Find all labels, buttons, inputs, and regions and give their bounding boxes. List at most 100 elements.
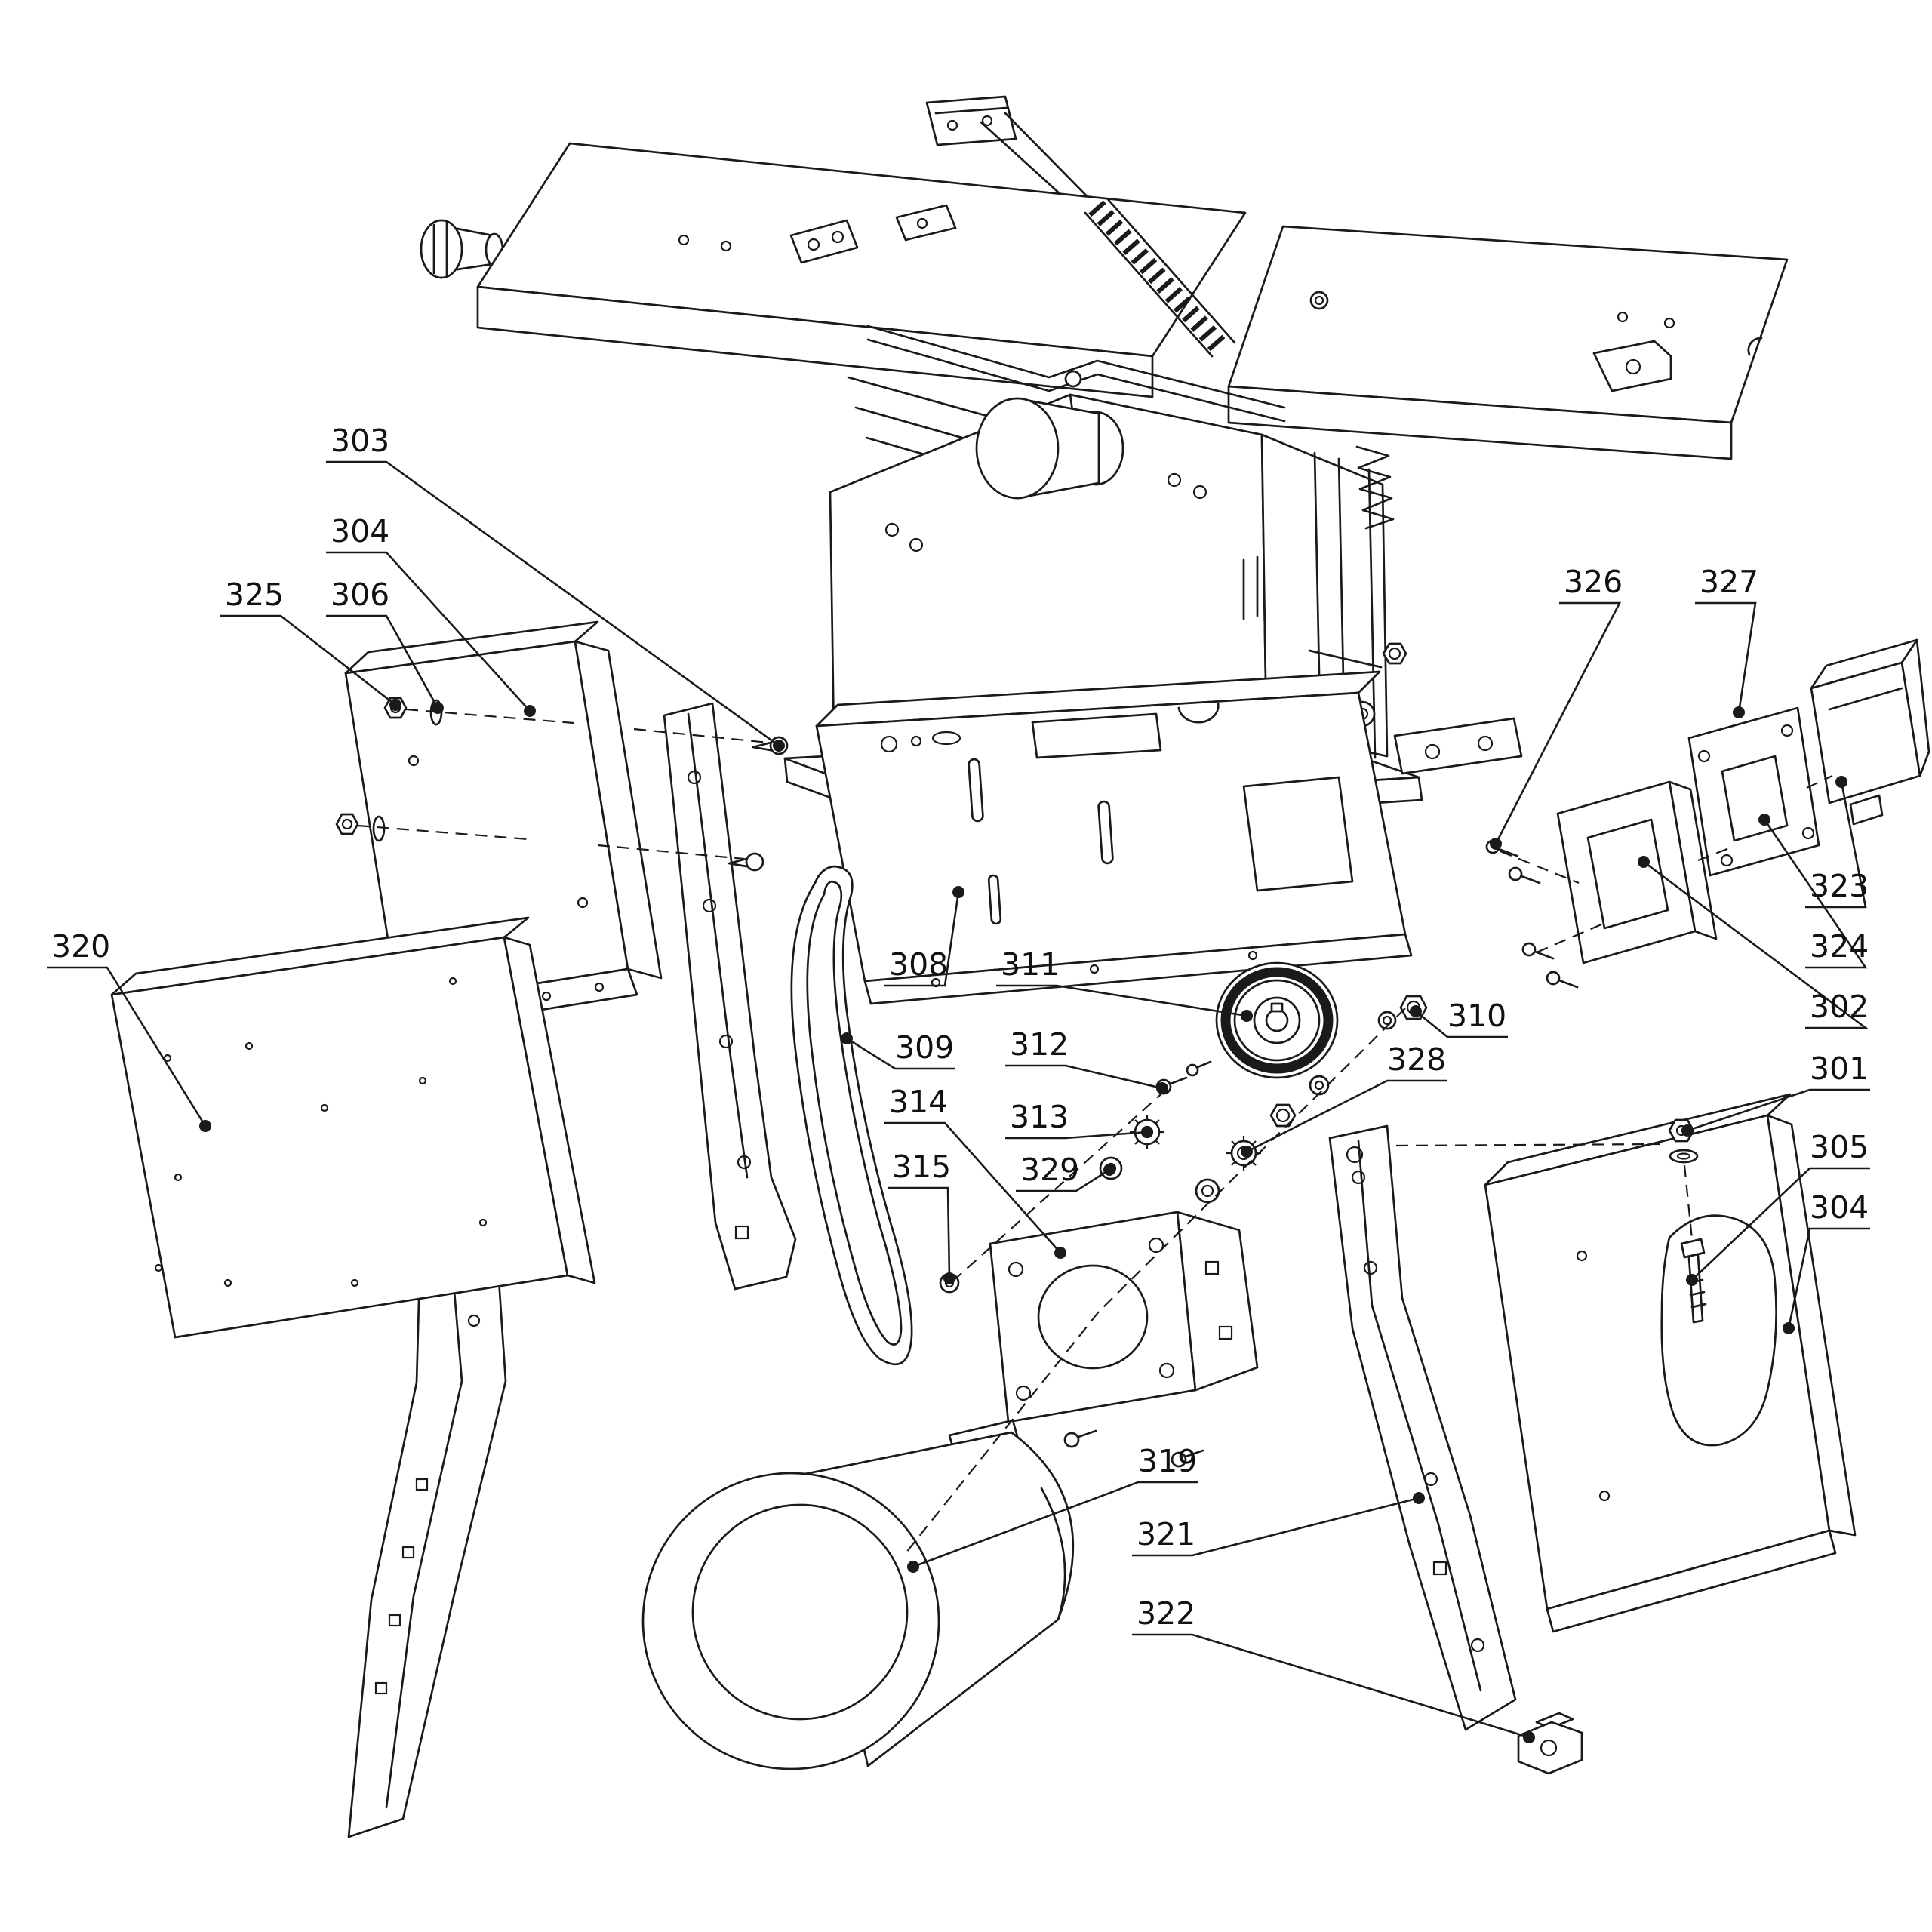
leader-dot-305 xyxy=(1686,1274,1698,1286)
part-label-305: 305 xyxy=(1810,1129,1869,1165)
switch-plate-324 xyxy=(1687,706,1820,877)
leader-line-308 xyxy=(884,891,960,987)
leader-dot-303 xyxy=(773,740,785,752)
leader-dot-304-right xyxy=(1783,1322,1795,1334)
washer xyxy=(372,815,386,842)
part-label-308: 308 xyxy=(889,946,948,983)
switch-assembly xyxy=(1485,638,1930,989)
leader-dot-314 xyxy=(1054,1247,1066,1259)
hex-nut xyxy=(335,813,359,835)
leader-line-305 xyxy=(1691,1167,1870,1281)
hex-nut xyxy=(1382,642,1407,665)
stand-leg-left xyxy=(347,1155,507,1838)
part-label-309: 309 xyxy=(895,1029,954,1066)
side-panel-right xyxy=(1484,1093,1857,1633)
leader-dot-325 xyxy=(389,699,401,711)
part-label-304-right: 304 xyxy=(1810,1189,1869,1226)
hinge-plate xyxy=(789,219,859,264)
rail-bracket xyxy=(1592,340,1672,392)
leader-line-302 xyxy=(1643,860,1869,1029)
alignment-guides xyxy=(357,708,1833,1554)
leader-line-304-left xyxy=(326,551,531,712)
part-label-314: 314 xyxy=(889,1084,948,1120)
leader-line-301 xyxy=(1687,1088,1870,1132)
part-label-321: 321 xyxy=(1137,1516,1195,1552)
leader-dot-323 xyxy=(1835,776,1847,788)
switch-bracket-302 xyxy=(1556,780,1718,964)
part-label-304-left: 304 xyxy=(331,513,389,549)
leader-dot-320 xyxy=(199,1120,211,1132)
leader-dot-308 xyxy=(952,886,964,898)
carriage-bolt xyxy=(745,852,764,872)
part-label-306: 306 xyxy=(331,577,389,613)
leader-dot-311 xyxy=(1241,1010,1253,1022)
guide-rails xyxy=(1308,451,1383,759)
part-label-325: 325 xyxy=(225,577,284,613)
leader-dot-301 xyxy=(1681,1124,1694,1137)
leader-line-310 xyxy=(1415,1010,1508,1038)
stand-leg-right-321 xyxy=(1328,1124,1517,1731)
leader-line-304-right xyxy=(1787,1227,1870,1329)
leader-line-326 xyxy=(1494,601,1622,844)
leader-dot-315 xyxy=(943,1272,955,1284)
part-label-320: 320 xyxy=(51,928,110,964)
part-label-324: 324 xyxy=(1810,928,1869,964)
part-label-303: 303 xyxy=(331,423,389,459)
leader-dot-326 xyxy=(1490,838,1502,850)
leader-dot-328 xyxy=(1241,1146,1253,1158)
leader-dot-313 xyxy=(1141,1126,1153,1138)
machine-top-assembly xyxy=(420,95,1789,833)
part-label-328: 328 xyxy=(1387,1041,1446,1078)
handwheel-knob xyxy=(420,219,504,279)
drive-motor-319 xyxy=(641,1419,1075,1770)
leader-line-320 xyxy=(47,966,207,1127)
leader-line-306 xyxy=(326,614,439,709)
top-bracket-plate xyxy=(925,95,1017,146)
outfeed-table-edge xyxy=(1227,385,1733,460)
part-label-326: 326 xyxy=(1564,564,1623,600)
leader-dot-306 xyxy=(432,702,444,714)
leader-dot-329 xyxy=(1103,1164,1115,1176)
part-label-319: 319 xyxy=(1138,1443,1197,1479)
part-label-322: 322 xyxy=(1137,1595,1195,1632)
spring xyxy=(1355,445,1395,530)
infeed-table-edge xyxy=(476,285,1154,398)
v-belt-309 xyxy=(790,865,913,1366)
panel-holes xyxy=(154,977,488,1287)
part-label-310: 310 xyxy=(1447,998,1506,1034)
leader-dot-309 xyxy=(841,1032,853,1044)
leader-line-315 xyxy=(888,1186,951,1279)
leader-dot-321 xyxy=(1413,1492,1425,1504)
leader-line-314 xyxy=(884,1121,1061,1254)
leader-dot-304-left xyxy=(524,705,536,717)
mounting-screws-326 xyxy=(1485,839,1579,989)
support-bracket-center xyxy=(663,702,797,1291)
motor-mount-314 xyxy=(989,1211,1259,1423)
leader-dot-310 xyxy=(1410,1005,1422,1017)
leader-line-312 xyxy=(1005,1064,1163,1090)
leader-line-322 xyxy=(1132,1633,1530,1739)
leader-dot-327 xyxy=(1733,706,1745,718)
motor-cover-panel-308 xyxy=(815,670,1413,1005)
leader-dot-312 xyxy=(1156,1082,1168,1094)
part-label-301: 301 xyxy=(1810,1051,1869,1087)
depth-stop-cylinder xyxy=(975,397,1124,500)
part-label-302: 302 xyxy=(1810,989,1869,1025)
leader-dot-324 xyxy=(1758,814,1770,826)
leader-line-325 xyxy=(220,614,396,706)
leader-dot-322 xyxy=(1523,1731,1535,1743)
leveling-foot-322 xyxy=(1517,1712,1583,1775)
part-label-315: 315 xyxy=(892,1149,951,1185)
part-label-323: 323 xyxy=(1810,868,1869,904)
cutterhead-rack xyxy=(1084,198,1236,358)
part-label-311: 311 xyxy=(1001,946,1060,983)
leader-dot-302 xyxy=(1638,856,1650,868)
part-label-327: 327 xyxy=(1700,564,1758,600)
leader-line-329 xyxy=(1016,1168,1110,1192)
hex-nut xyxy=(1269,1103,1297,1128)
side-panel-320 xyxy=(110,916,596,1339)
leader-line-327 xyxy=(1695,601,1757,713)
